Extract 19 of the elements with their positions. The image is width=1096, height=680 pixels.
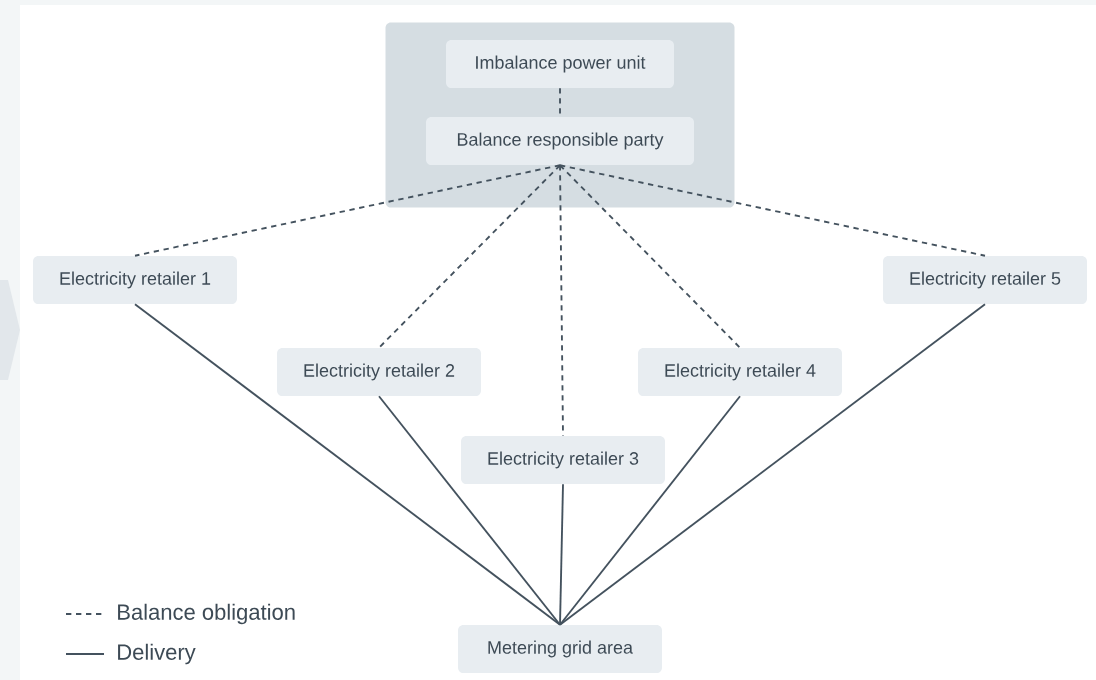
label-box: Electricity retailer 5 — [883, 256, 1087, 304]
label-box: Electricity retailer 2 — [277, 348, 481, 396]
label-box: Electricity retailer 1 — [33, 256, 237, 304]
connector-line — [378, 164, 561, 349]
label-box: Imbalance power unit — [446, 40, 674, 88]
label-box: Balance responsible party — [426, 117, 694, 165]
connector-line — [134, 303, 561, 626]
connector-line — [559, 483, 564, 626]
legend-text: Delivery — [118, 643, 196, 665]
connector-line — [134, 164, 561, 257]
label-box: Metering grid area — [458, 625, 662, 673]
connector-line — [559, 164, 986, 257]
connector-line — [559, 164, 564, 437]
label-box: Electricity retailer 4 — [638, 348, 842, 396]
legend-text: Balance obligation — [118, 603, 295, 625]
connector-line — [559, 303, 986, 626]
connector-line — [559, 164, 741, 349]
label-box: Electricity retailer 3 — [461, 436, 665, 484]
connector-line — [378, 395, 561, 626]
